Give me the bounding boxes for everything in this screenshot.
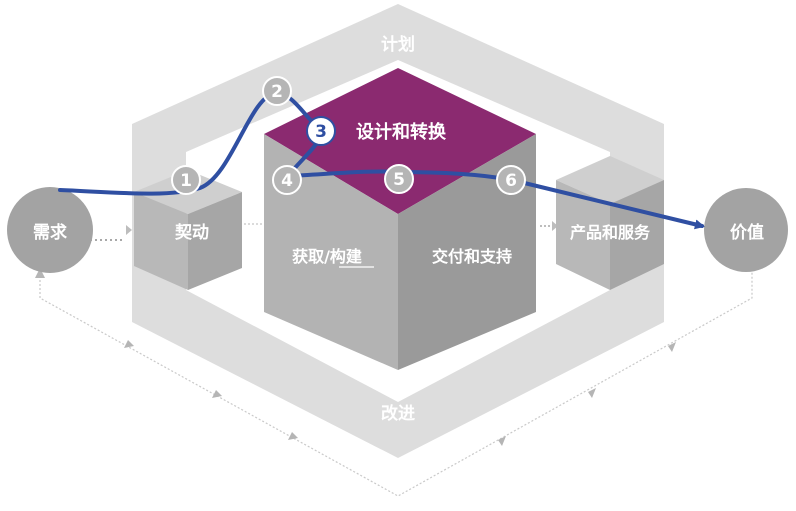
obtain-left-face [264,134,398,370]
step-node-2: 2 [262,76,292,106]
engage-label: 契动 [174,222,209,243]
demand-node [7,187,93,273]
step-number: 2 [271,82,283,102]
products-label: 产品和服务 [570,223,651,242]
step-number: 3 [315,122,327,142]
step-number: 1 [180,171,192,191]
value-node [704,188,788,272]
design-label: 设计和转换 [356,121,447,143]
deliver-right-face [398,134,536,370]
feedback-loop-line [39,272,753,497]
central-cube [264,68,536,370]
step-number: 6 [505,171,517,191]
design-top-face [264,68,536,214]
outer-frame [132,4,664,458]
step-node-1: 1 [171,165,201,195]
improve-label: 改进 [381,403,415,424]
connector-arrow-icon [126,225,132,235]
step-node-4: 4 [272,165,302,195]
value-label: 价值 [730,222,764,243]
demand-label: 需求 [33,222,67,243]
step-number: 4 [281,171,293,191]
feedback-loop-arrows [35,268,676,446]
connector-arrow-icon [552,221,558,231]
step-number: 5 [393,170,405,190]
step-node-5: 5 [384,164,414,194]
products-cube [556,156,664,290]
obtain-label: 获取/构建 [292,247,362,266]
step-node-3: 3 [306,116,336,146]
deliver-label: 交付和支持 [432,247,512,266]
plan-label: 计划 [381,34,415,55]
step-node-6: 6 [496,165,526,195]
